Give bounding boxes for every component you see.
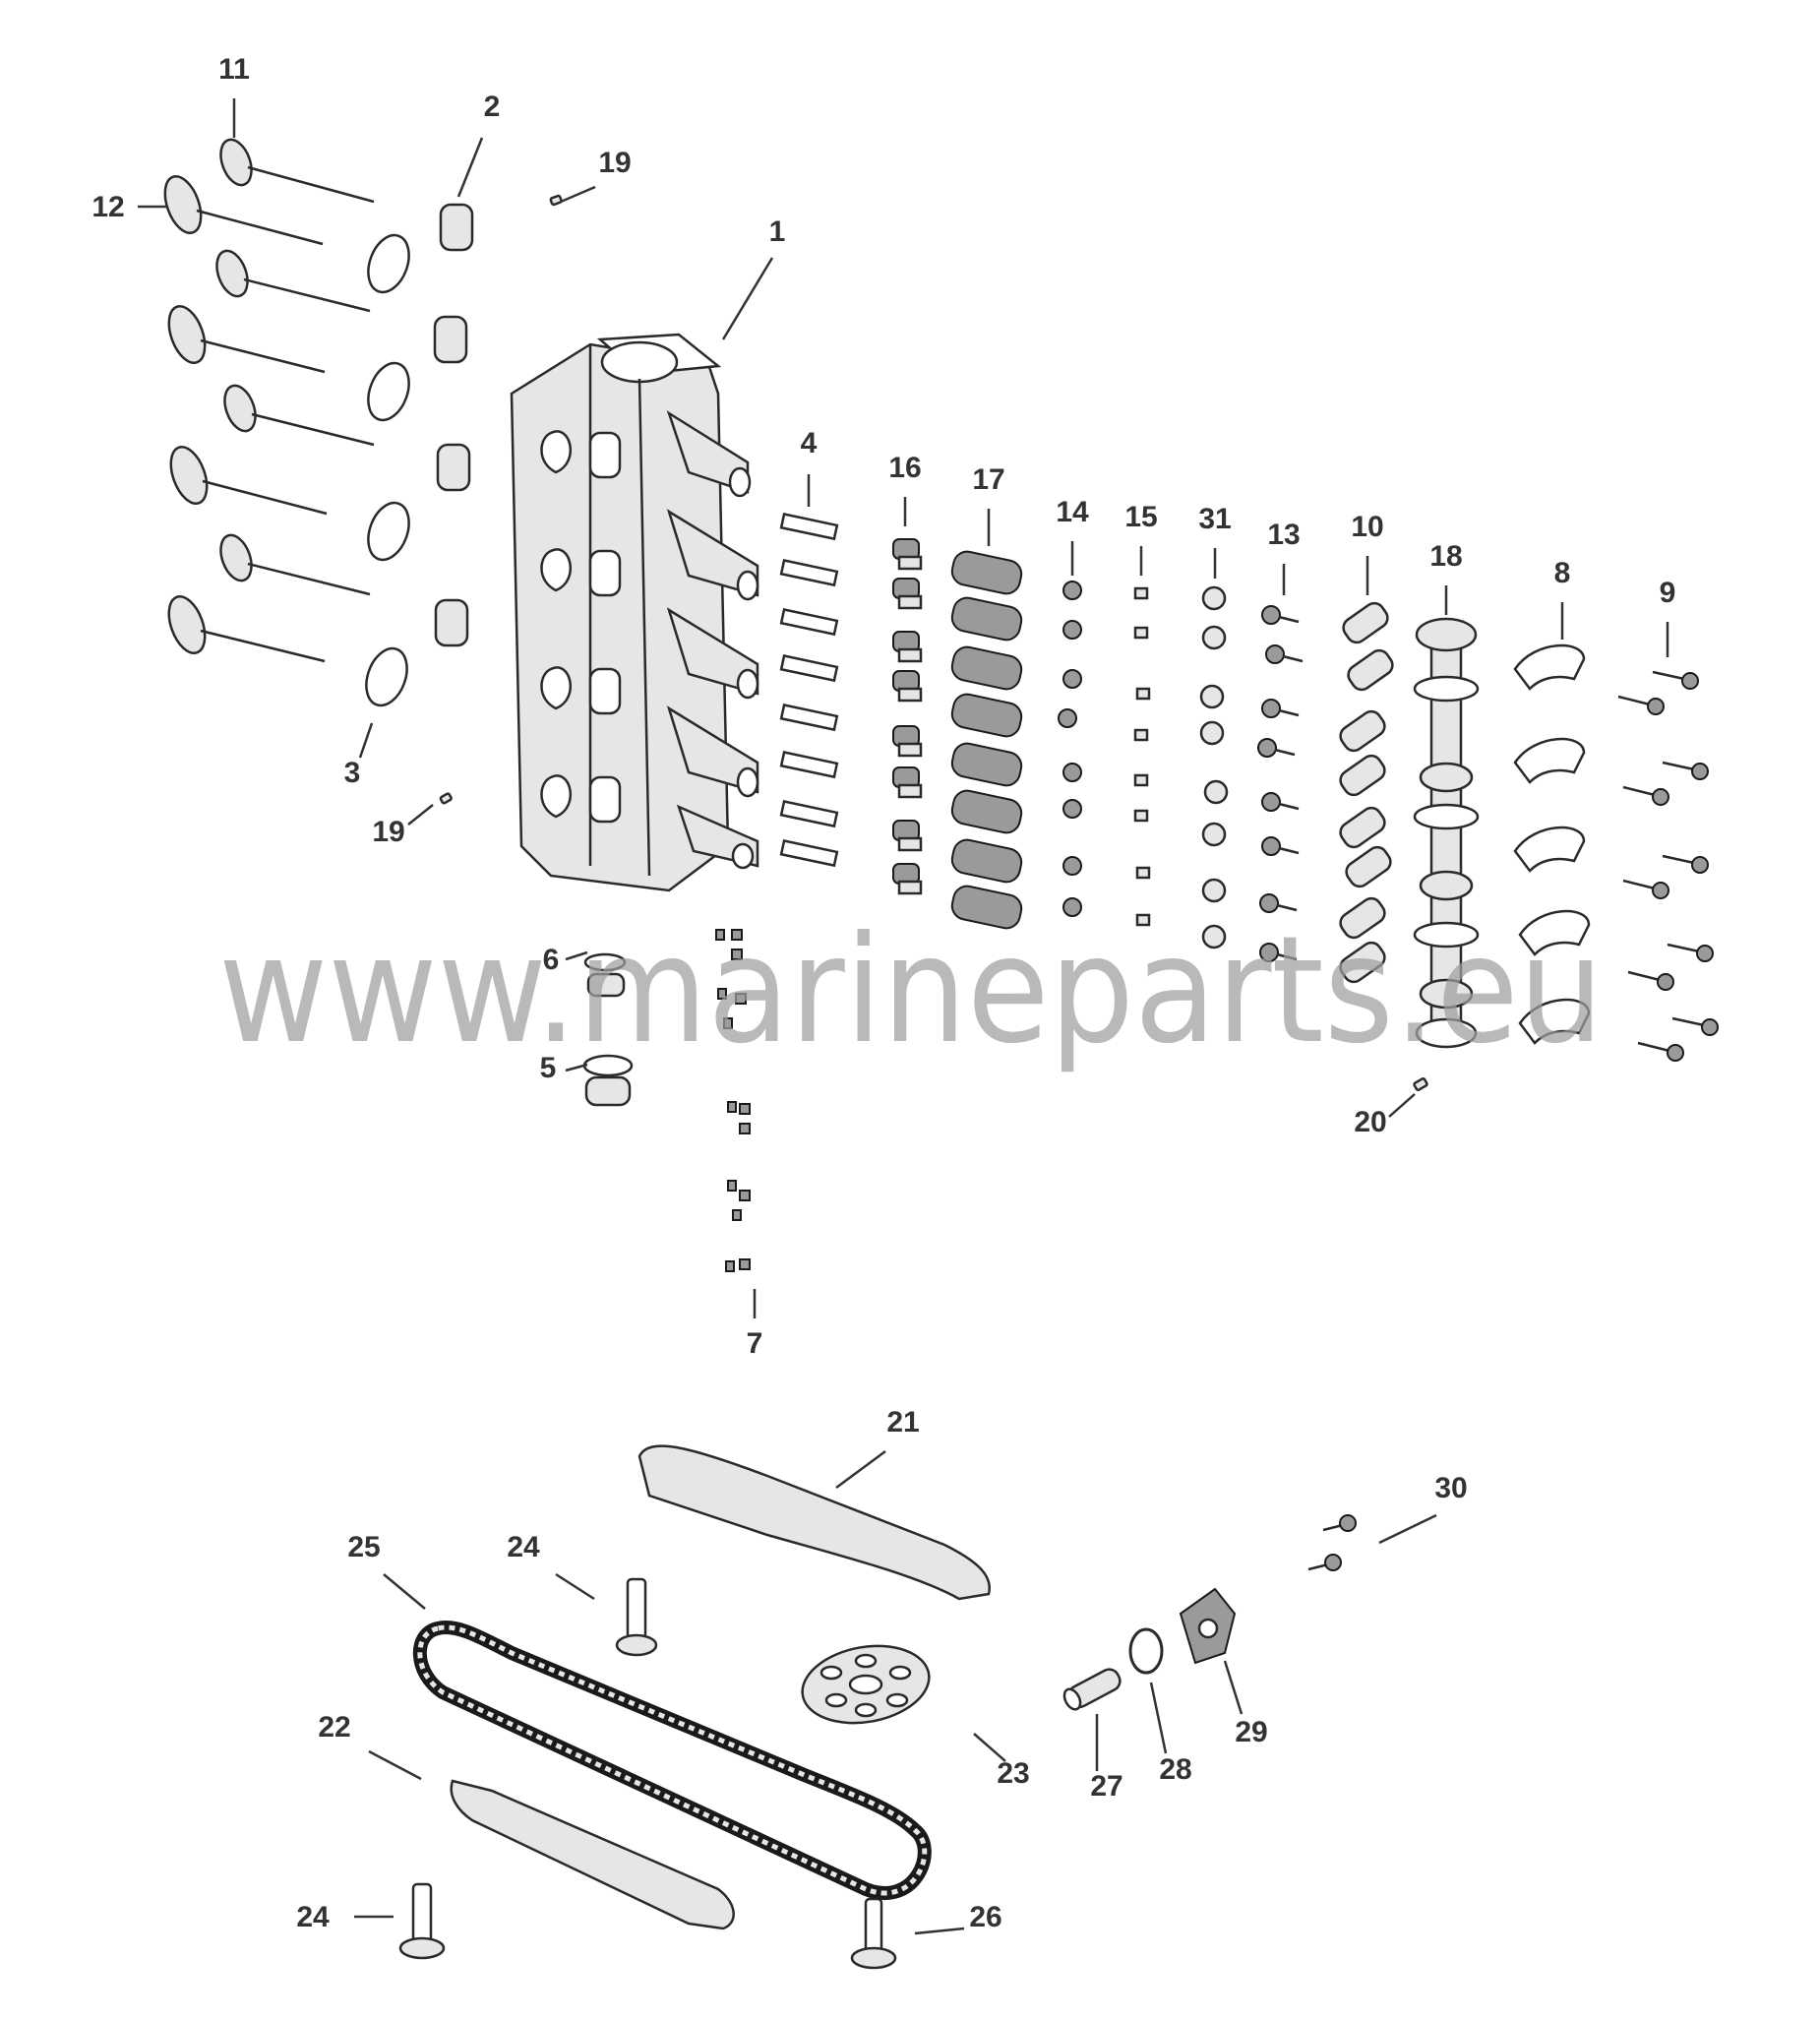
tensioner-o-ring xyxy=(1128,1627,1164,1675)
callout-label-c19a: 19 xyxy=(598,147,631,179)
cup-plug-set xyxy=(582,952,634,1107)
head-ports xyxy=(540,430,622,824)
camshaft-cap-bolt-set xyxy=(1617,670,1719,1062)
callout-label-c4: 4 xyxy=(801,427,818,459)
leader-line-c26 xyxy=(914,1927,965,1935)
rocker-arm-set xyxy=(1339,601,1394,984)
guide-bolt-upper xyxy=(615,1577,658,1657)
leader-line-c1 xyxy=(721,257,774,340)
callout-label-c22: 22 xyxy=(318,1711,350,1744)
valve-cap-set xyxy=(1199,585,1229,949)
callout-label-c29: 29 xyxy=(1235,1716,1267,1748)
leader-line-c3 xyxy=(358,722,374,759)
callout-label-c25: 25 xyxy=(347,1531,380,1563)
fastener-column xyxy=(715,929,751,1272)
callout-label-c2: 2 xyxy=(484,91,501,123)
guide-bolt-lower xyxy=(398,1882,446,1960)
callout-label-c15: 15 xyxy=(1124,501,1157,533)
valve-stem-seal-set xyxy=(779,513,839,868)
callout-label-c7: 7 xyxy=(747,1327,763,1360)
valve xyxy=(167,305,326,374)
chain-guide-bolt xyxy=(850,1897,897,1970)
leader-line-c22 xyxy=(368,1749,422,1781)
valve xyxy=(219,138,375,204)
rocker-adjuster-set xyxy=(1257,605,1304,962)
valve-spring-set xyxy=(950,550,1023,930)
leader-line-c2 xyxy=(456,137,484,198)
callout-label-c12: 12 xyxy=(91,191,124,223)
valve-set xyxy=(163,138,375,663)
tensioner-bolt-set xyxy=(1307,1514,1357,1571)
tensioner-plunger xyxy=(1062,1668,1122,1711)
leader-line-c19a xyxy=(560,185,596,204)
callout-label-c14: 14 xyxy=(1056,496,1089,528)
valve xyxy=(215,249,371,313)
leader-line-c29 xyxy=(1223,1660,1244,1715)
callout-label-c30: 30 xyxy=(1434,1472,1467,1504)
camshaft-dowel-pin xyxy=(1413,1077,1428,1091)
valve xyxy=(167,595,326,663)
cam-sprocket xyxy=(801,1644,931,1725)
tensioner-housing xyxy=(1179,1587,1237,1665)
callout-label-c20: 20 xyxy=(1354,1106,1386,1138)
lifter-set xyxy=(892,538,923,895)
callout-label-c1: 1 xyxy=(769,215,786,248)
camshaft-cap-set xyxy=(1513,643,1591,1045)
leader-line-c5 xyxy=(565,1063,588,1072)
callout-label-c8: 8 xyxy=(1554,557,1571,589)
valve-keeper-set xyxy=(1133,586,1151,927)
watermark: www.marineparts.eu xyxy=(218,905,1604,1076)
lower-chain-guide xyxy=(450,1779,735,1930)
leader-line-c21 xyxy=(835,1449,886,1490)
dowel-pin xyxy=(439,792,453,805)
callout-label-c3: 3 xyxy=(344,757,361,789)
callout-label-c31: 31 xyxy=(1198,503,1231,535)
spring-retainer-set xyxy=(1058,581,1082,917)
leader-line-c6 xyxy=(565,950,588,961)
callout-label-c24b: 24 xyxy=(296,1901,330,1933)
callout-label-c11: 11 xyxy=(218,53,250,86)
timing-chain xyxy=(412,1621,932,1900)
callout-label-c17: 17 xyxy=(972,463,1004,496)
leader-line-c25 xyxy=(383,1573,426,1610)
dowel-pin xyxy=(549,194,563,207)
camshaft xyxy=(1413,617,1480,1049)
leader-line-c30 xyxy=(1378,1513,1437,1545)
valve xyxy=(219,533,371,596)
callout-label-c16: 16 xyxy=(888,452,921,484)
valve xyxy=(223,384,375,447)
head-rocker-towers xyxy=(666,410,759,870)
callout-label-c23: 23 xyxy=(997,1757,1029,1790)
callout-label-c28: 28 xyxy=(1159,1753,1191,1786)
leader-line-c20 xyxy=(1388,1093,1416,1118)
leader-line-c19b xyxy=(407,804,434,826)
valve xyxy=(169,446,328,516)
callout-label-c9: 9 xyxy=(1660,577,1676,609)
valve xyxy=(163,175,324,246)
valve-seat-set xyxy=(365,233,410,707)
upper-chain-guide xyxy=(637,1444,992,1601)
callout-label-c13: 13 xyxy=(1267,519,1300,551)
leader-line-c24a xyxy=(555,1572,595,1601)
callout-label-c21: 21 xyxy=(886,1406,919,1438)
callout-label-c19b: 19 xyxy=(372,816,404,848)
callout-label-c26: 26 xyxy=(969,1901,1001,1933)
callout-label-c18: 18 xyxy=(1429,540,1462,573)
callout-label-c6: 6 xyxy=(543,944,560,976)
callout-label-c5: 5 xyxy=(540,1052,557,1084)
callout-label-c10: 10 xyxy=(1351,511,1383,543)
cylinder-head xyxy=(510,333,759,892)
leader-line-c28 xyxy=(1149,1682,1168,1754)
callout-label-c27: 27 xyxy=(1090,1770,1122,1803)
leader-line-c23 xyxy=(973,1733,1006,1762)
callout-label-c24a: 24 xyxy=(507,1531,540,1563)
valve-guide-set xyxy=(433,203,474,647)
